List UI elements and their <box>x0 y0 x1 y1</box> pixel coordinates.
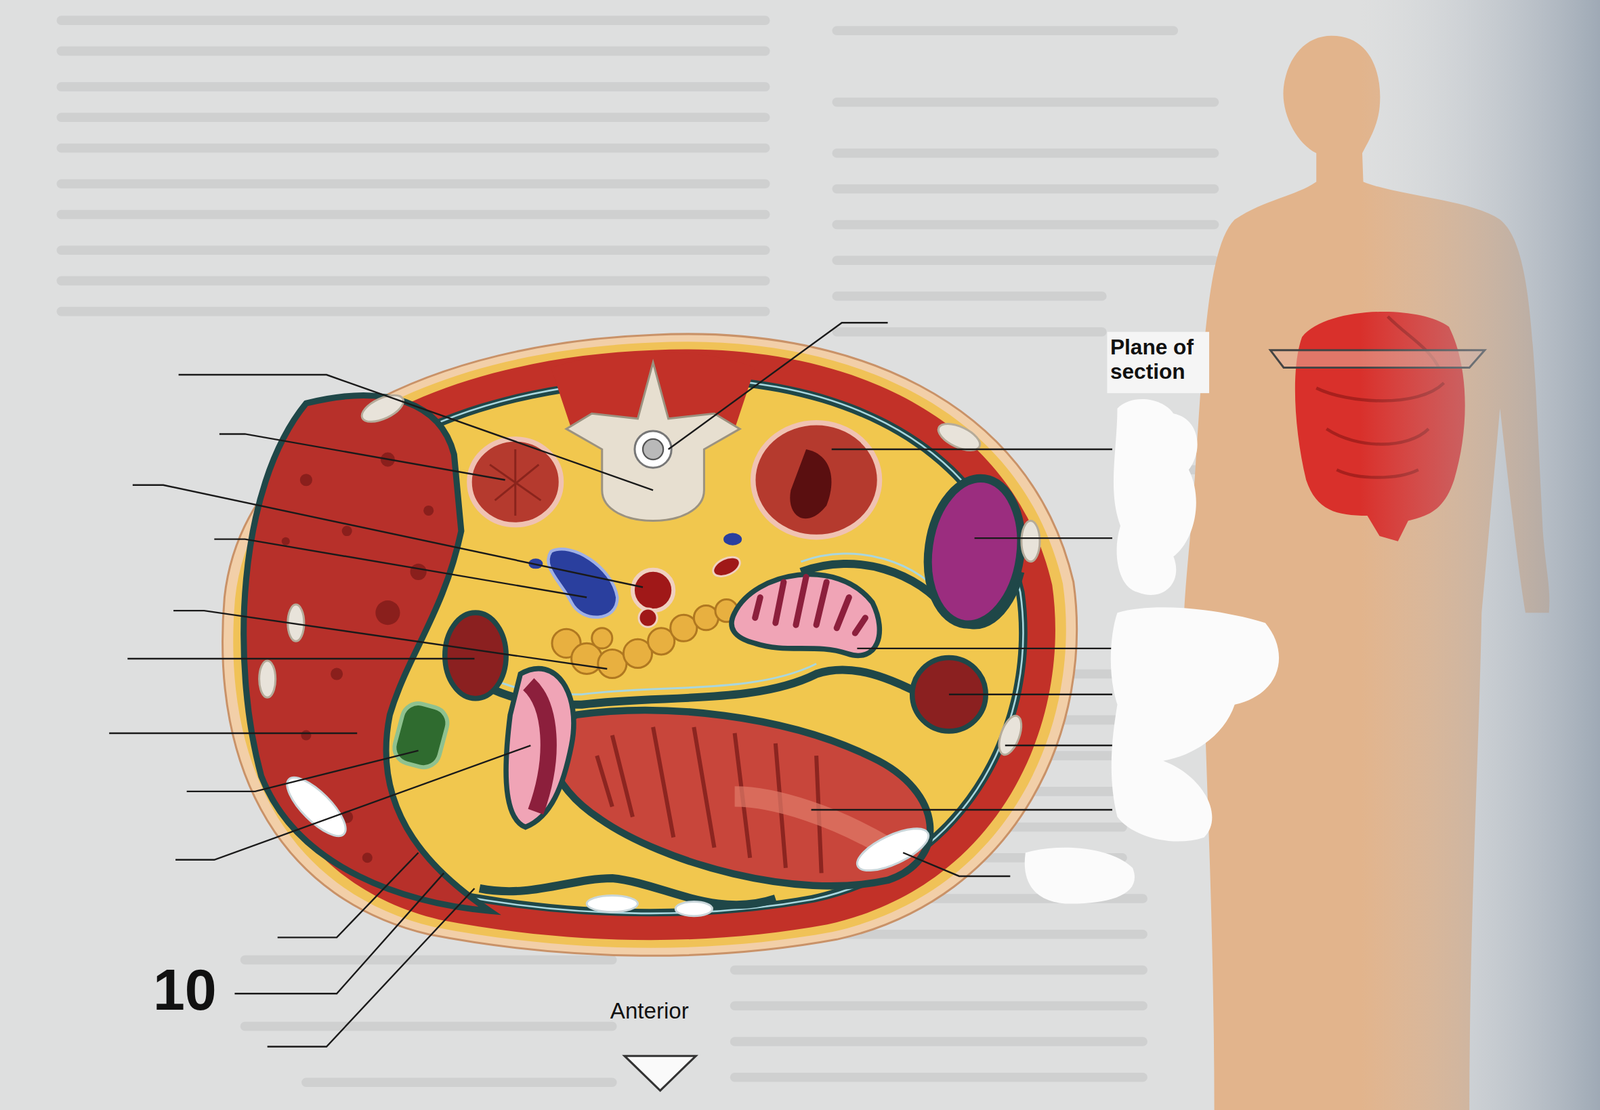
cross-section <box>222 333 1078 956</box>
faint-page-lines <box>60 20 1225 1082</box>
callout-number: 10 <box>153 957 236 1023</box>
blanked-labels <box>1024 331 1279 904</box>
plane-label: Plane of section <box>1110 334 1223 385</box>
direction-arrow <box>624 1055 696 1090</box>
leader-lines <box>109 322 1113 1046</box>
body-silhouette <box>1183 35 1550 1110</box>
direction-label: Anterior <box>610 997 723 1024</box>
